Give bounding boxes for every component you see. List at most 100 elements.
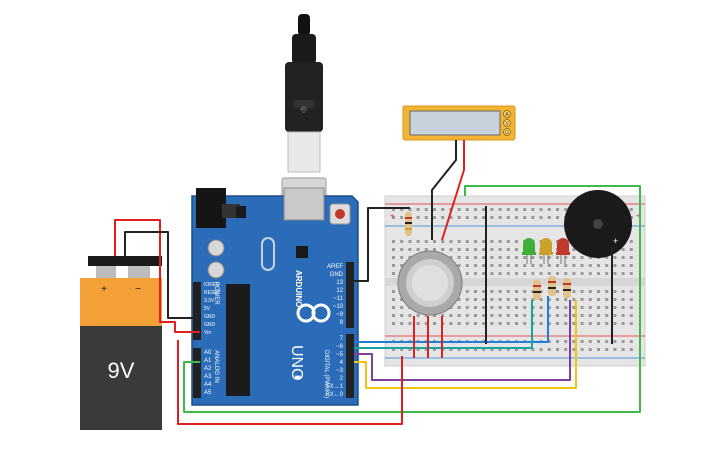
breadboard-hole[interactable] <box>547 298 551 301</box>
breadboard-hole[interactable] <box>580 348 584 351</box>
breadboard-hole[interactable] <box>400 216 404 219</box>
breadboard-hole[interactable] <box>498 216 502 219</box>
breadboard-hole[interactable] <box>465 216 469 219</box>
breadboard-hole[interactable] <box>506 348 510 351</box>
breadboard-hole[interactable] <box>515 208 518 211</box>
breadboard-hole[interactable] <box>424 240 428 243</box>
breadboard-hole[interactable] <box>523 314 527 317</box>
breadboard-hole[interactable] <box>465 272 469 275</box>
breadboard-hole[interactable] <box>629 348 633 351</box>
breadboard-hole[interactable] <box>580 314 584 317</box>
breadboard-hole[interactable] <box>613 322 617 325</box>
breadboard-hole[interactable] <box>474 290 477 293</box>
led-red[interactable] <box>556 238 570 264</box>
breadboard-hole[interactable] <box>621 256 625 259</box>
breadboard-hole[interactable] <box>523 298 527 301</box>
breadboard-hole[interactable] <box>588 314 592 317</box>
breadboard-hole[interactable] <box>597 264 600 267</box>
power-header[interactable] <box>193 282 201 340</box>
breadboard-hole[interactable] <box>597 298 600 301</box>
breadboard-hole[interactable] <box>556 272 559 275</box>
breadboard-hole[interactable] <box>523 216 527 219</box>
breadboard-hole[interactable] <box>531 264 535 267</box>
breadboard-hole[interactable] <box>547 314 551 317</box>
breadboard-hole[interactable] <box>515 306 518 309</box>
breadboard-hole[interactable] <box>482 348 486 351</box>
breadboard-hole[interactable] <box>605 272 609 275</box>
breadboard-hole[interactable] <box>474 298 477 301</box>
breadboard-hole[interactable] <box>613 340 617 343</box>
breadboard-hole[interactable] <box>433 322 436 325</box>
breadboard-hole[interactable] <box>392 216 395 219</box>
breadboard-hole[interactable] <box>474 322 477 325</box>
breadboard-hole[interactable] <box>490 314 494 317</box>
breadboard-hole[interactable] <box>506 264 510 267</box>
breadboard-hole[interactable] <box>490 290 494 293</box>
multimeter-knob[interactable] <box>503 128 511 136</box>
breadboard-hole[interactable] <box>474 240 477 243</box>
breadboard-hole[interactable] <box>523 208 527 211</box>
breadboard-hole[interactable] <box>465 240 469 243</box>
breadboard-hole[interactable] <box>515 256 518 259</box>
breadboard-hole[interactable] <box>613 348 617 351</box>
breadboard-hole[interactable] <box>572 314 576 317</box>
breadboard-hole[interactable] <box>539 208 543 211</box>
breadboard-hole[interactable] <box>482 208 486 211</box>
breadboard-hole[interactable] <box>482 298 486 301</box>
breadboard-hole[interactable] <box>408 322 412 325</box>
breadboard-hole[interactable] <box>465 290 469 293</box>
breadboard-hole[interactable] <box>564 298 568 301</box>
breadboard-hole[interactable] <box>506 314 510 317</box>
breadboard-hole[interactable] <box>490 240 494 243</box>
breadboard-hole[interactable] <box>556 314 559 317</box>
breadboard-hole[interactable] <box>457 298 461 301</box>
breadboard-hole[interactable] <box>490 348 494 351</box>
breadboard-hole[interactable] <box>572 248 576 251</box>
breadboard-hole[interactable] <box>498 264 502 267</box>
breadboard-hole[interactable] <box>556 216 559 219</box>
breadboard-hole[interactable] <box>605 322 609 325</box>
breadboard-hole[interactable] <box>572 272 576 275</box>
breadboard-hole[interactable] <box>457 216 461 219</box>
breadboard-hole[interactable] <box>588 256 592 259</box>
breadboard-hole[interactable] <box>523 272 527 275</box>
breadboard-hole[interactable] <box>621 272 625 275</box>
breadboard-hole[interactable] <box>515 264 518 267</box>
breadboard-hole[interactable] <box>597 306 600 309</box>
breadboard-hole[interactable] <box>580 322 584 325</box>
breadboard-hole[interactable] <box>547 306 551 309</box>
breadboard-hole[interactable] <box>556 322 559 325</box>
breadboard-hole[interactable] <box>465 314 469 317</box>
breadboard-hole[interactable] <box>408 314 412 317</box>
breadboard-hole[interactable] <box>498 248 502 251</box>
digital-header-top[interactable] <box>346 262 354 328</box>
breadboard-hole[interactable] <box>572 256 576 259</box>
breadboard-hole[interactable] <box>547 272 551 275</box>
breadboard-hole[interactable] <box>482 272 486 275</box>
breadboard-hole[interactable] <box>474 248 477 251</box>
breadboard-hole[interactable] <box>588 348 592 351</box>
breadboard-hole[interactable] <box>572 340 576 343</box>
breadboard-hole[interactable] <box>400 298 404 301</box>
breadboard-hole[interactable] <box>424 348 428 351</box>
breadboard-hole[interactable] <box>392 348 395 351</box>
breadboard-hole[interactable] <box>482 290 486 293</box>
breadboard-hole[interactable] <box>629 208 633 211</box>
breadboard-hole[interactable] <box>424 314 428 317</box>
breadboard-hole[interactable] <box>580 290 584 293</box>
breadboard-hole[interactable] <box>629 240 633 243</box>
breadboard-hole[interactable] <box>392 264 395 267</box>
breadboard-hole[interactable] <box>433 314 436 317</box>
breadboard-hole[interactable] <box>474 208 477 211</box>
breadboard-hole[interactable] <box>588 340 592 343</box>
breadboard-hole[interactable] <box>613 314 617 317</box>
breadboard-hole[interactable] <box>465 322 469 325</box>
breadboard-hole[interactable] <box>588 306 592 309</box>
breadboard-hole[interactable] <box>556 306 559 309</box>
breadboard-hole[interactable] <box>506 272 510 275</box>
breadboard-hole[interactable] <box>613 298 617 301</box>
breadboard-hole[interactable] <box>539 322 543 325</box>
breadboard-hole[interactable] <box>621 348 625 351</box>
breadboard-hole[interactable] <box>465 298 469 301</box>
